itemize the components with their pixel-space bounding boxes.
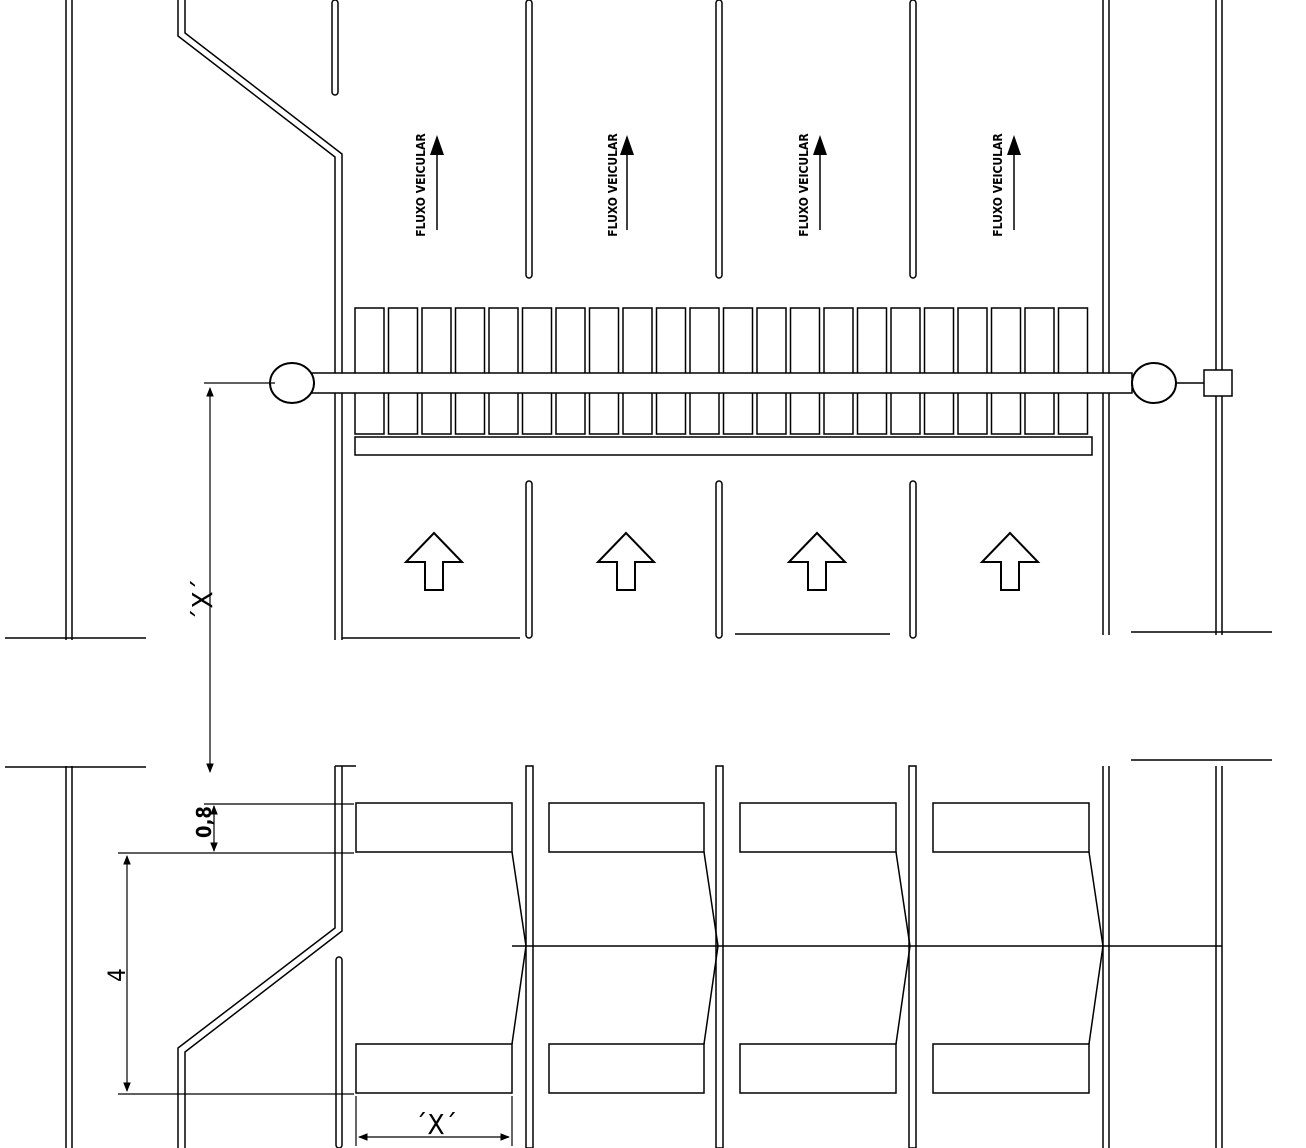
flow-label: FLUXO VEICULAR [606,133,620,237]
bay-chevron [703,851,719,1045]
left-curb-lines [65,0,73,1148]
crosswalk-stripe [655,307,687,435]
crosswalk-stripe [354,307,385,435]
flow-label: FLUXO VEICULAR [414,133,428,237]
crosswalk-stripe [756,307,787,435]
dimension-x-vertical: ´X´ [186,579,219,621]
bus-bay-markings [355,802,1104,1094]
crosswalk-stripe [421,307,452,435]
crosswalk-stripe [789,307,821,435]
bay-chevron [895,851,911,1045]
bay-marker-bottom [355,1043,513,1094]
crosswalk-stripe [387,307,419,435]
crosswalk-stripe [990,307,1022,435]
up-arrow-icon [786,531,848,591]
crosswalk-stripe [488,307,519,435]
bay-marker-top [739,802,897,853]
crosswalk-stripe [622,307,653,435]
flow-arrow-icon [620,135,634,155]
dimension-gap: 0,8 [192,806,216,838]
flow-label: FLUXO VEICULAR [797,133,811,237]
crosswalk-stripe [957,307,988,435]
crosswalk-stripes [354,307,1089,435]
flow-label: FLUXO VEICULAR [991,133,1005,237]
flow-arrow-icon [430,135,444,155]
upper-lane-dividers [525,0,917,639]
bay-chevron [1088,851,1104,1045]
crosswalk-stripe [555,307,586,435]
bay-marker-bottom [932,1043,1090,1094]
overhead-gantry [269,362,1233,404]
crosswalk-stripe [722,307,754,435]
flow-labels: FLUXO VEICULAR FLUXO VEICULAR FLUXO VEICUL… [414,133,1021,237]
right-curb-upper [1102,0,1223,635]
bay-marker-top [932,802,1090,853]
small-lane-markers [331,0,343,1148]
crosswalk-stripe [923,307,955,435]
up-arrow-icon [595,531,657,591]
crosswalk-stripe [689,307,720,435]
bay-marker-bottom [548,1043,705,1094]
crosswalk-stripe [1024,307,1055,435]
top-taper [177,0,343,640]
flow-arrow-icon [1007,135,1021,155]
dimension-x-horizontal: ´X´ [415,1108,457,1141]
crosswalk-stripe [521,307,553,435]
dimensions [118,382,513,1146]
up-arrow-icon [979,531,1041,591]
crosswalk-stripe [454,307,486,435]
bay-marker-top [548,802,705,853]
stop-line [354,436,1093,456]
flow-arrow-icon [813,135,827,155]
crosswalk-stripe [856,307,888,435]
crosswalk-stripe [588,307,620,435]
crosswalk-stripe [1057,307,1089,435]
cross-street-edges [5,631,1272,768]
bay-marker-top [355,802,513,853]
crosswalk-stripe [890,307,921,435]
bay-chevron [511,851,527,1045]
up-arrow-icon [403,531,465,591]
dimension-length: 4 [103,968,131,982]
crosswalk-stripe [823,307,854,435]
direction-arrows [403,531,1041,591]
bay-marker-bottom [739,1043,897,1094]
bottom-taper [177,766,343,1148]
